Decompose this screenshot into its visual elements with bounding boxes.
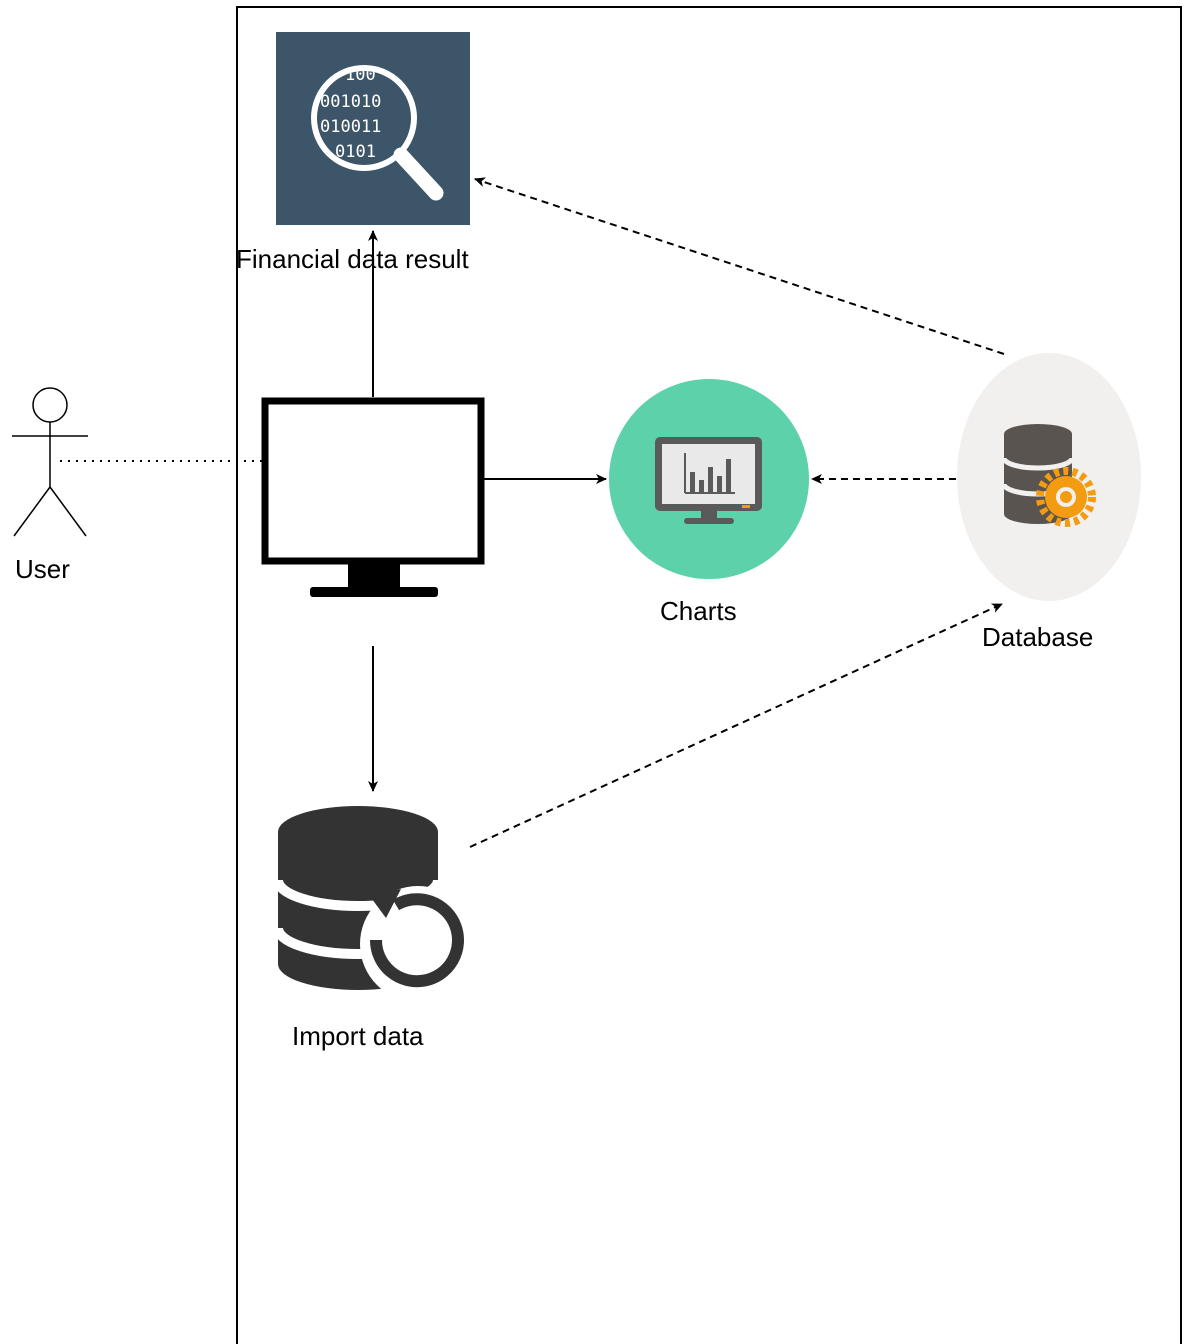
- import-data-label: Import data: [292, 1021, 424, 1051]
- binary-row: 010011: [320, 117, 381, 137]
- charts-node: Charts: [609, 379, 809, 626]
- binary-row: 100: [345, 65, 376, 85]
- monitor-icon: [261, 397, 485, 597]
- system-boundary: [236, 6, 1182, 1344]
- import-data-node: Import data: [273, 806, 476, 1051]
- charts-label: Charts: [660, 596, 737, 626]
- binary-row: 0101: [335, 142, 376, 162]
- import-to-database-arrow: [469, 603, 1003, 848]
- financial-result-node: 100 001010 010011 0101 Financial data re…: [236, 32, 470, 274]
- bar-chart-monitor-icon: [655, 437, 762, 524]
- database-gear-icon: [1001, 424, 1096, 527]
- user-label: User: [15, 554, 70, 584]
- user-actor: User: [12, 387, 88, 584]
- magnifier-binary-icon: 100 001010 010011 0101: [276, 32, 470, 225]
- financial-result-label: Financial data result: [236, 244, 469, 274]
- database-to-result-arrow: [474, 177, 1005, 355]
- database-refresh-icon: [273, 806, 476, 1002]
- database-label: Database: [982, 622, 1093, 652]
- actor-stick-figure-icon: [12, 387, 88, 537]
- binary-row: 001010: [320, 92, 381, 112]
- database-node: Database: [957, 353, 1141, 652]
